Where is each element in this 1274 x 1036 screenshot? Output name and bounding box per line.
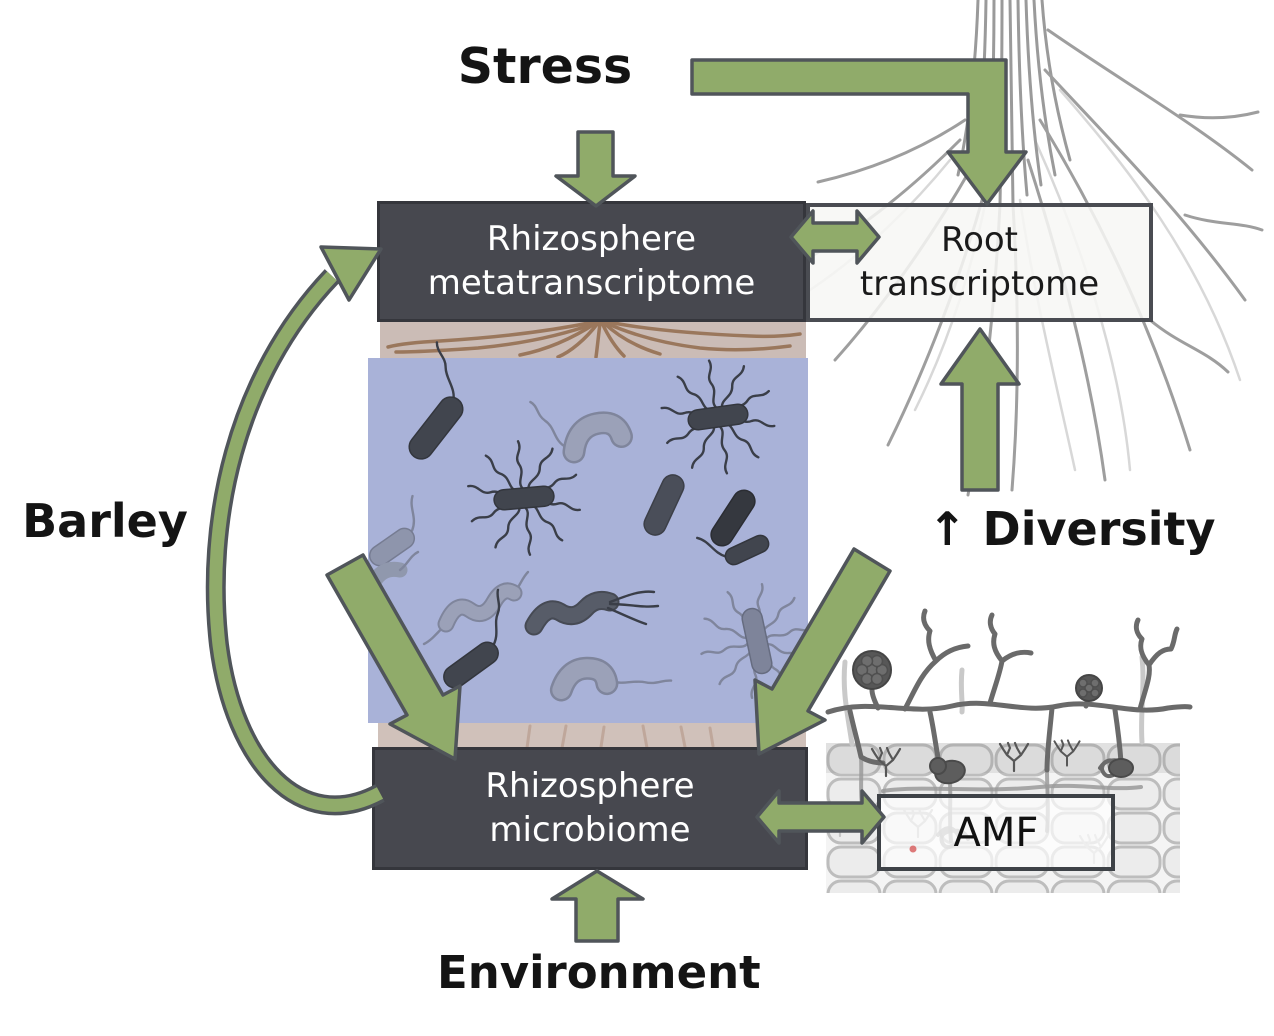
bacterium-rod-icon <box>368 494 416 567</box>
amf-box: AMF <box>877 794 1115 871</box>
bacterium-rod-icon <box>710 489 756 547</box>
amf-spore-small <box>1075 674 1103 702</box>
bacterium-peritrichous-icon <box>660 359 776 475</box>
stress-down-arrow <box>554 130 637 208</box>
amf-label: AMF <box>953 809 1039 856</box>
rhizosphere-microbiome-label: Rhizosphere microbiome <box>485 765 695 850</box>
bacterium-kidney-icon <box>364 550 420 593</box>
right-diagonal-arrow <box>753 547 892 756</box>
bacterium-spirillum-icon <box>524 590 660 636</box>
arbuscule <box>870 746 902 778</box>
diversity-up-arrow <box>939 327 1021 492</box>
rhizosphere-metatranscriptome-label: Rhizosphere metatranscriptome <box>427 218 756 303</box>
arbuscule <box>1053 739 1081 767</box>
bacterium-rod-icon <box>696 534 770 566</box>
environment-up-arrow <box>550 869 645 943</box>
bacterium-rod-icon <box>443 588 501 689</box>
diversity-label: ↑ Diversity <box>928 502 1216 556</box>
bacterium-kidney-icon <box>549 656 673 702</box>
bacterium-peritrichous-icon <box>700 582 814 700</box>
left-diagonal-arrow <box>325 553 462 761</box>
vesicle <box>934 759 966 785</box>
barley-label: Barley <box>22 494 188 548</box>
bacteria-panel-background <box>368 358 808 723</box>
rhizosphere-microbiome-box: Rhizosphere microbiome <box>372 747 808 870</box>
arbuscule <box>998 741 1030 773</box>
rhizosphere-metatranscriptome-box: Rhizosphere metatranscriptome <box>377 201 806 322</box>
rhizosphere-bacteria-panel <box>364 341 814 723</box>
soil-root-band-top <box>380 320 806 359</box>
bacterium-peritrichous-icon <box>466 440 582 556</box>
arbuscule <box>824 806 856 838</box>
root-transcriptome-box: Root transcriptome <box>806 203 1153 322</box>
amf-spore-large <box>852 650 892 690</box>
bacterium-kidney-icon <box>529 400 634 464</box>
environment-label: Environment <box>437 946 761 999</box>
microbiome-loop-arrow <box>205 245 385 816</box>
stress-label: Stress <box>457 38 633 95</box>
bacterium-spiral-icon <box>422 570 530 646</box>
stress-elbow-arrow <box>690 58 1028 206</box>
bacterium-rod-icon <box>643 474 685 536</box>
root-transcriptome-label: Root transcriptome <box>859 219 1100 304</box>
hyphae-network <box>825 608 1193 779</box>
bacterium-rod-icon <box>408 341 464 460</box>
soil-band-bottom <box>378 723 806 750</box>
